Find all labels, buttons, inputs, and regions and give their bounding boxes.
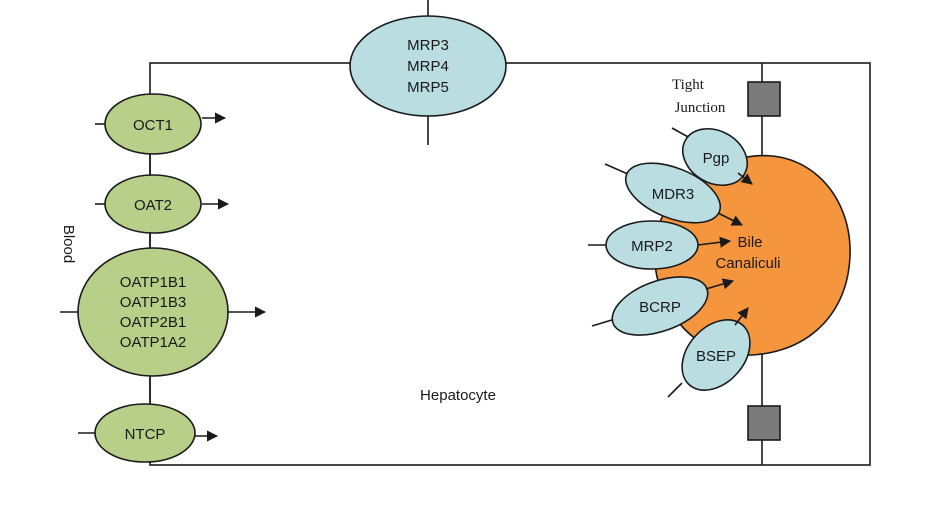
oatp-label-4: OATP1A2 <box>120 334 186 351</box>
mdr3-label: MDR3 <box>652 186 695 203</box>
oct1-label: OCT1 <box>133 117 173 134</box>
hepatocyte-label: Hepatocyte <box>420 387 496 404</box>
mdr3-transporter <box>624 162 722 224</box>
mrp5-label: MRP5 <box>407 79 449 96</box>
ntcp-transporter <box>94 403 196 463</box>
oatp-label-1: OATP1B1 <box>120 274 186 291</box>
tight-label: Tight <box>672 77 705 93</box>
tight-junction-bottom <box>747 405 781 441</box>
oatp-label-2: OATP1B3 <box>120 294 186 311</box>
oatp-transporter <box>77 247 229 377</box>
bile-label: Bile <box>737 234 762 251</box>
oct1-transporter <box>104 93 202 155</box>
pgp-label: Pgp <box>703 150 730 167</box>
oatp-label-3: OATP2B1 <box>120 314 186 331</box>
canaliculi-label: Canaliculi <box>715 255 780 272</box>
tight-junction-top <box>747 81 781 117</box>
junction-label: Junction <box>675 100 726 116</box>
ntcp-label: NTCP <box>125 426 166 443</box>
bsep-transporter <box>681 319 751 391</box>
oat2-transporter <box>104 174 202 234</box>
oat2-label: OAT2 <box>134 197 172 214</box>
mrp2-label: MRP2 <box>631 238 673 255</box>
bsep-label: BSEP <box>696 348 736 365</box>
bcrp-label: BCRP <box>639 299 681 316</box>
mrp3-label: MRP3 <box>407 37 449 54</box>
mrp4-label: MRP4 <box>407 58 449 75</box>
blood-label: Blood <box>60 225 77 263</box>
